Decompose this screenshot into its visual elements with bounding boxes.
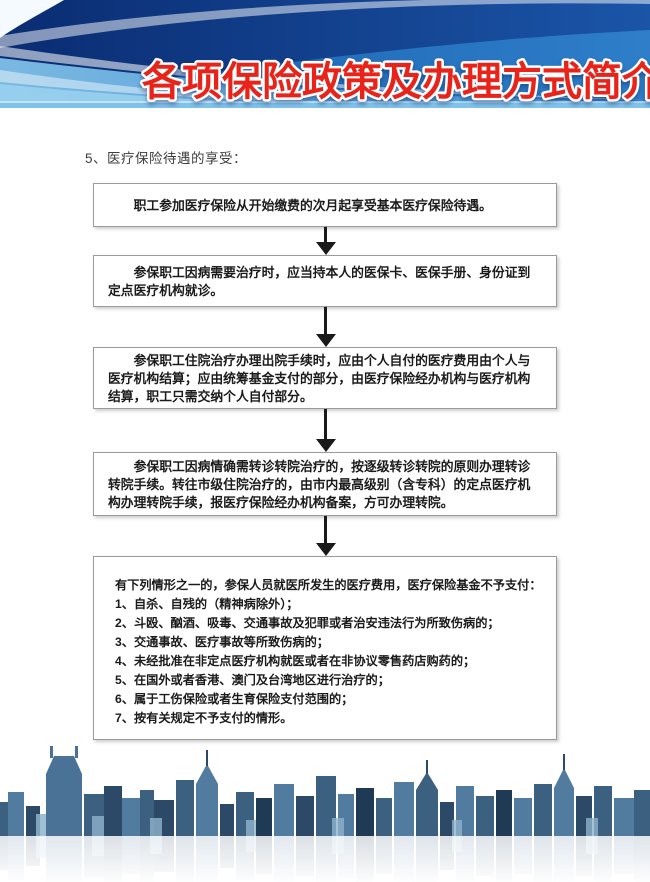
list-item: 6、属于工伤保险或者生育保险支付范围的； xyxy=(115,692,354,706)
flow-step-1: 职工参加医疗保险从开始缴费的次月起享受基本医疗保险待遇。 xyxy=(93,183,557,227)
arrow-stem xyxy=(324,409,327,439)
list-item: 5、在国外或者香港、澳门及台湾地区进行治疗的； xyxy=(115,673,390,687)
non-payment-intro: 有下列情形之一的，参保人员就医所发生的医疗费用，医疗保险基金不予支付： xyxy=(115,578,542,592)
list-item: 1、自杀、自残的（精神病除外）； xyxy=(115,597,299,611)
header-banner: 各项保险政策及办理方式简介 xyxy=(0,0,650,108)
flow-arrow-down-icon xyxy=(315,516,336,556)
section-heading: 5、医疗保险待遇的享受： xyxy=(85,151,248,166)
list-item: 2、斗殴、酗酒、吸毒、交通事故及犯罪或者治安违法行为所致伤病的； xyxy=(115,616,500,630)
list-item: 3、交通事故、医疗事故等所致伤病的； xyxy=(115,635,329,649)
flow-step-5-non-payment-list: 有下列情形之一的，参保人员就医所发生的医疗费用，医疗保险基金不予支付： 1、自杀… xyxy=(93,556,557,740)
flow-step-2: 参保职工因病需要治疗时，应当持本人的医保卡、医保手册、身份证到定点医疗机构就诊。 xyxy=(93,255,557,307)
list-item: 4、未经批准在非定点医疗机构就医或者在非协议零售药店购药的； xyxy=(115,654,476,668)
list-item: 7、按有关规定不予支付的情形。 xyxy=(115,711,293,725)
arrow-head xyxy=(315,242,336,255)
arrow-head xyxy=(315,439,336,452)
arrow-head xyxy=(315,334,336,347)
city-skyline-graphic xyxy=(0,740,650,882)
flow-step-3: 参保职工住院治疗办理出院手续时，应由个人自付的医疗费用由个人与医疗机构结算；应由… xyxy=(93,347,557,409)
flow-arrow-down-icon xyxy=(315,409,336,452)
arrow-stem xyxy=(324,307,327,334)
header-wave-graphic xyxy=(0,0,650,108)
arrow-stem xyxy=(324,516,327,543)
flow-step-4: 参保职工因病情确需转诊转院治疗的，按逐级转诊转院的原则办理转诊转院手续。转往市级… xyxy=(93,452,557,516)
flow-arrow-down-icon xyxy=(315,307,336,347)
page-title: 各项保险政策及办理方式简介 xyxy=(142,60,650,104)
flow-arrow-down-icon xyxy=(315,227,336,255)
banner-title-graphic: 各项保险政策及办理方式简介 xyxy=(140,58,650,107)
arrow-stem xyxy=(324,227,327,242)
arrow-head xyxy=(315,543,336,556)
